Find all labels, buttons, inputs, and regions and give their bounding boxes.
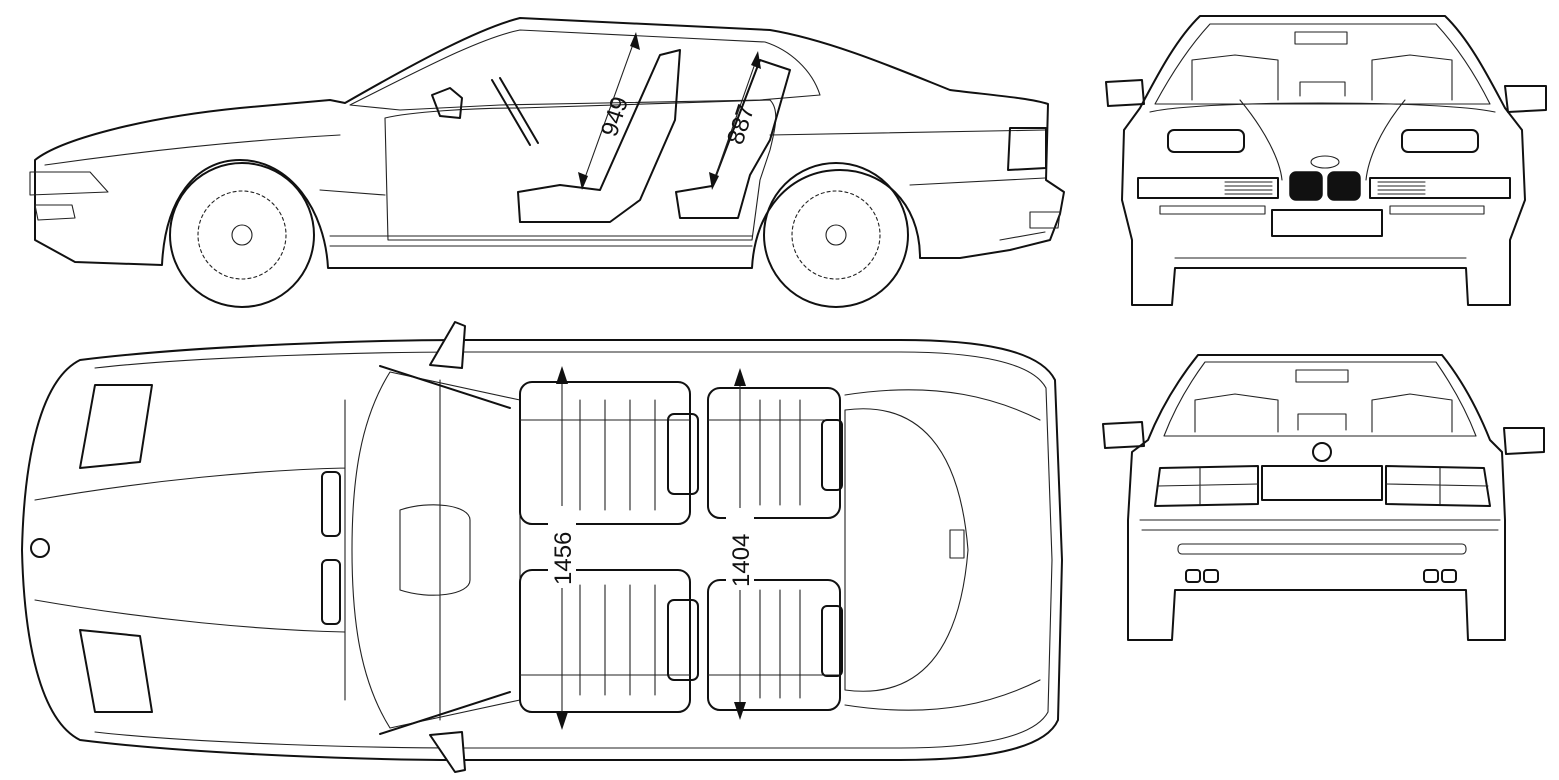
side-headlight bbox=[29, 171, 109, 221]
rear-taillight-lines bbox=[1157, 467, 1489, 505]
side-rear-seat bbox=[675, 59, 791, 219]
side-steering-wheel bbox=[491, 77, 539, 146]
top-windshield bbox=[351, 371, 521, 729]
side-mirror bbox=[431, 87, 463, 119]
rear-left-exhaust bbox=[1185, 569, 1219, 583]
front-rear-view-mirror bbox=[1294, 31, 1348, 45]
top-front-left-seat bbox=[519, 381, 699, 525]
top-trunk-lines bbox=[844, 389, 1041, 711]
top-third-brake-light bbox=[949, 529, 965, 559]
front-windshield bbox=[1154, 23, 1491, 105]
top-hood-badge bbox=[30, 538, 50, 558]
front-kidney-grille bbox=[1289, 171, 1361, 201]
side-beltline bbox=[44, 129, 1046, 166]
front-hood-lines bbox=[1149, 99, 1496, 181]
front-lamp-grille-lines bbox=[1224, 181, 1426, 195]
rear-bumper-lines bbox=[1139, 519, 1501, 531]
rear-right-exhaust bbox=[1423, 569, 1457, 583]
rear-left-taillight bbox=[1154, 465, 1259, 507]
top-front-right-seat bbox=[519, 569, 699, 713]
top-a-pillars bbox=[379, 365, 511, 735]
front-shoulder-dimension: 1456 bbox=[548, 366, 577, 730]
top-left-vent bbox=[321, 471, 341, 537]
top-body-outline bbox=[21, 339, 1063, 761]
front-left-headlamp-cover bbox=[1167, 129, 1245, 153]
front-badge bbox=[1310, 155, 1340, 169]
front-left-mirror bbox=[1105, 79, 1145, 107]
top-left-headlamp bbox=[79, 384, 153, 469]
rear-view bbox=[1102, 354, 1545, 641]
front-headroom-label: 949 bbox=[596, 93, 634, 139]
top-rear-right-seat bbox=[707, 579, 843, 711]
front-seat-outlines bbox=[1191, 54, 1453, 101]
side-rear-bumper-detail bbox=[999, 211, 1061, 241]
side-body-outline bbox=[34, 17, 1065, 269]
rear-right-taillight bbox=[1385, 465, 1491, 507]
top-hood-creases bbox=[34, 399, 346, 701]
rear-shoulder-label: 1404 bbox=[728, 534, 755, 587]
rear-license-plate bbox=[1261, 465, 1383, 501]
rear-shoulder-dimension: 1404 bbox=[726, 368, 755, 720]
rear-headroom-label: 887 bbox=[722, 101, 760, 147]
side-front-wheel bbox=[169, 162, 315, 308]
side-sill-line bbox=[319, 177, 1046, 247]
side-front-seat bbox=[517, 49, 681, 223]
front-right-mirror bbox=[1504, 85, 1547, 113]
front-right-headlamp-cover bbox=[1401, 129, 1479, 153]
side-rear-wheel bbox=[763, 162, 909, 308]
top-left-mirror bbox=[429, 321, 466, 369]
front-view bbox=[1105, 15, 1547, 306]
front-shoulder-label: 1456 bbox=[550, 532, 577, 585]
rear-window bbox=[1163, 361, 1477, 437]
side-door-opening bbox=[384, 99, 777, 241]
side-window-outline bbox=[349, 29, 821, 111]
front-body-outline bbox=[1121, 15, 1526, 306]
rear-bumper-strip bbox=[1177, 543, 1467, 555]
front-left-lamp-cluster bbox=[1137, 177, 1279, 199]
rear-mirror-strip bbox=[1295, 369, 1349, 383]
rear-body-outline bbox=[1127, 354, 1506, 641]
top-view: 1456 1404 bbox=[21, 321, 1063, 773]
top-right-headlamp bbox=[79, 629, 153, 713]
rear-right-mirror bbox=[1503, 427, 1545, 455]
top-rear-left-seat bbox=[707, 387, 843, 519]
top-rear-window bbox=[844, 408, 969, 692]
top-body-inner-outline bbox=[94, 351, 1053, 749]
front-right-lamp-cluster bbox=[1369, 177, 1511, 199]
rear-left-mirror bbox=[1102, 421, 1145, 449]
side-taillight bbox=[1007, 127, 1047, 171]
rear-seat-outlines bbox=[1194, 393, 1453, 433]
top-right-mirror bbox=[429, 731, 466, 773]
front-headroom-dimension: 949 bbox=[578, 32, 640, 190]
front-license-plate bbox=[1271, 209, 1383, 237]
rear-badge bbox=[1312, 442, 1332, 462]
front-bumper-lines bbox=[1159, 205, 1485, 259]
top-dashboard bbox=[399, 379, 471, 721]
top-right-vent bbox=[321, 559, 341, 625]
side-view: 949 887 bbox=[29, 17, 1065, 308]
